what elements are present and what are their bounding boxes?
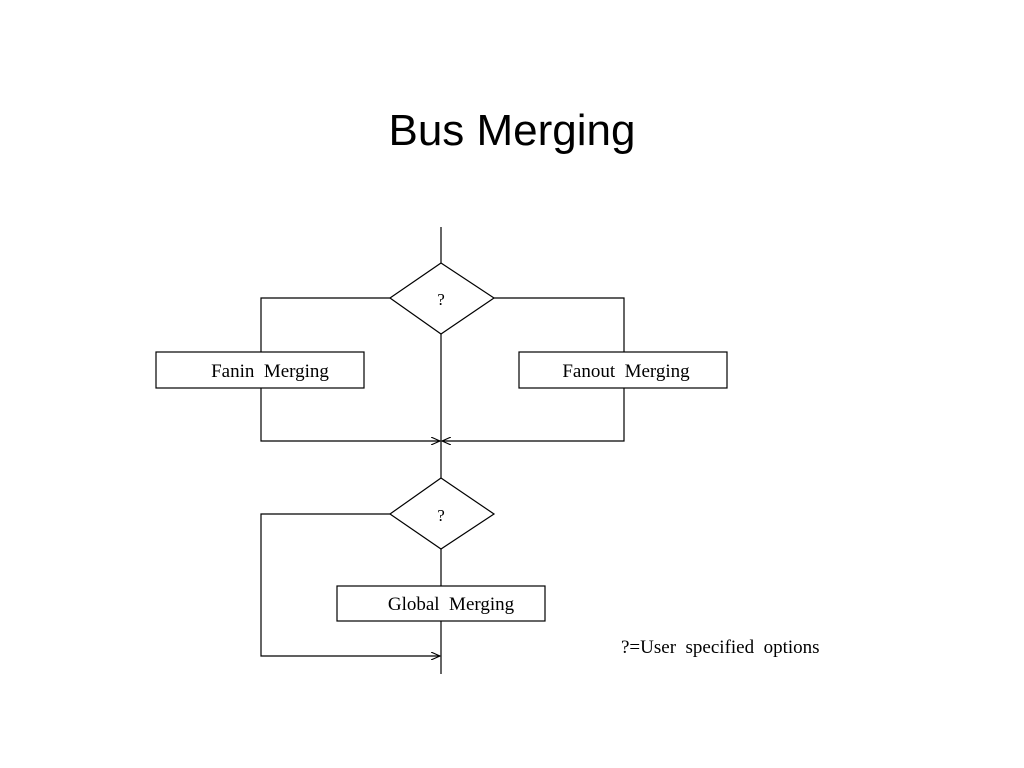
fanin-merging-box: Fanin Merging (155, 351, 365, 389)
bypass-line (260, 513, 440, 656)
global-merging-box: Global Merging (336, 585, 546, 622)
decision-bottom: ? (388, 477, 496, 550)
fanout-merging-label: Fanout Merging (562, 361, 690, 382)
global-merging-label: Global Merging (388, 594, 515, 615)
decision-top-label: ? (437, 290, 445, 309)
left-branch-line (260, 297, 390, 352)
fanin-merging-label: Fanin Merging (211, 361, 329, 382)
slide-title: Bus Merging (388, 106, 636, 155)
decision-bottom-label: ? (437, 506, 445, 525)
fanout-return-line (442, 388, 625, 441)
legend-note: ?=User specified options (621, 637, 820, 658)
fanout-merging-box: Fanout Merging (518, 351, 728, 389)
right-branch-line (494, 297, 625, 352)
fanin-return-line (260, 388, 440, 441)
decision-top: ? (388, 262, 496, 335)
